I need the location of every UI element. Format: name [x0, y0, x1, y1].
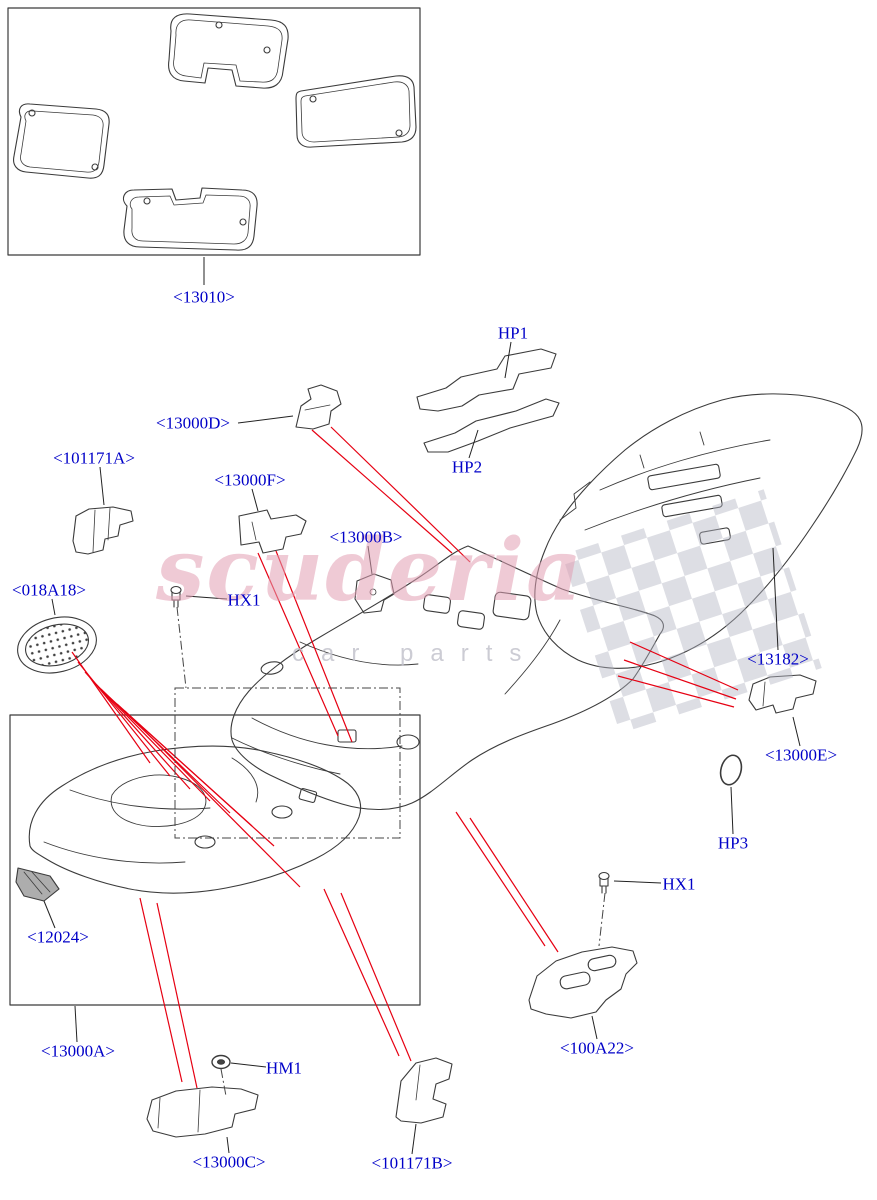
bracket-13000c-drawing — [146, 1086, 259, 1138]
part-label-HP3[interactable]: HP3 — [717, 833, 749, 853]
fixing-hx1-right-drawing — [598, 871, 610, 894]
bracket-13000d-drawing — [295, 384, 342, 430]
part-label-12024[interactable]: <12024> — [27, 927, 89, 947]
part-label-13000C[interactable]: <13000C> — [192, 1152, 266, 1172]
part-label-13182[interactable]: <13182> — [747, 649, 809, 669]
black-leader-lines — [43, 257, 801, 1155]
part-label-13000E[interactable]: <13000E> — [764, 745, 838, 765]
insulator-strips-drawing — [416, 348, 560, 453]
part-label-HX1-a[interactable]: HX1 — [227, 590, 261, 610]
part-label-HM1[interactable]: HM1 — [266, 1058, 302, 1078]
bracket-13000b-drawing — [354, 573, 395, 614]
bracket-100a22-drawing — [528, 946, 638, 1019]
bracket-101171b-drawing — [395, 1057, 453, 1124]
part-label-101171A[interactable]: <101171A> — [53, 448, 135, 468]
bracket-101171a-drawing — [72, 506, 134, 555]
front-carpet-13000a-drawing — [9, 714, 421, 1006]
part-label-101171B[interactable]: <101171B> — [371, 1153, 453, 1173]
part-label-018A18[interactable]: <018A18> — [12, 580, 86, 600]
part-label-HP2[interactable]: HP2 — [451, 457, 483, 477]
red-locator-lines — [71, 426, 739, 1089]
dash-dot-lines — [174, 606, 606, 1097]
part-label-13010[interactable]: <13010> — [173, 287, 235, 307]
watermark-checker-flag — [562, 489, 822, 734]
fixing-hx1-left-drawing — [170, 585, 182, 608]
grille-018a18-drawing — [17, 616, 97, 674]
floor-mat-kit-drawing — [7, 7, 421, 256]
plug-hm1-drawing — [211, 1054, 231, 1070]
clip-13000f-drawing — [238, 509, 307, 554]
part-label-HX1-b[interactable]: HX1 — [662, 874, 696, 894]
pad-12024-drawing — [15, 867, 60, 902]
part-label-HP1[interactable]: HP1 — [497, 323, 529, 343]
part-label-100A22[interactable]: <100A22> — [560, 1038, 634, 1058]
part-label-13000B[interactable]: <13000B> — [329, 527, 403, 547]
part-label-13000A[interactable]: <13000A> — [41, 1041, 115, 1061]
grommet-hp3-drawing — [719, 754, 743, 786]
part-label-13000D[interactable]: <13000D> — [156, 413, 230, 433]
part-label-13000F[interactable]: <13000F> — [214, 470, 286, 490]
